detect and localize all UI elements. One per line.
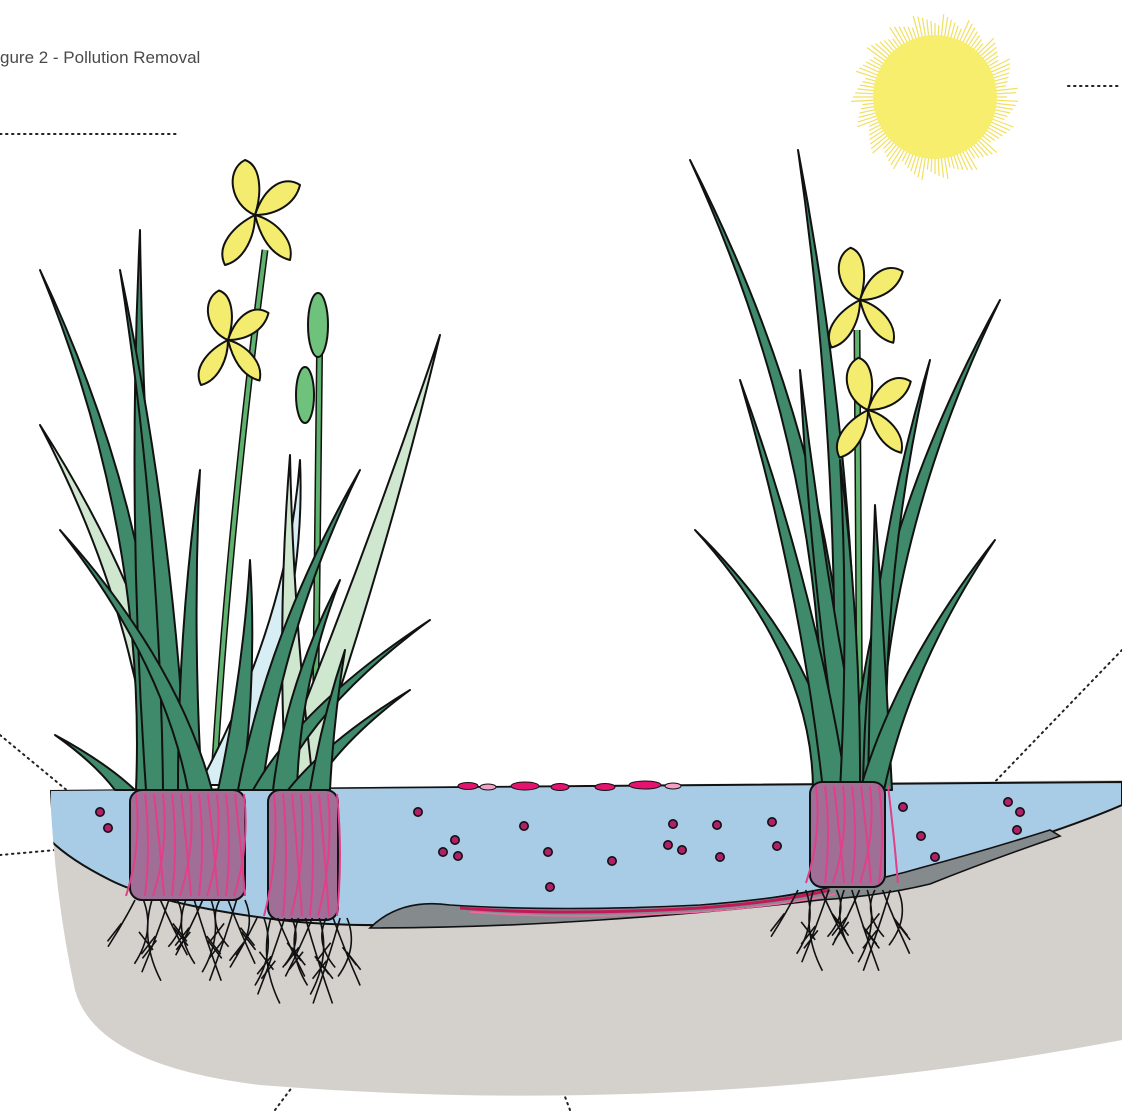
iris-leaf <box>55 735 135 790</box>
pollutant-particle <box>768 818 776 826</box>
root-mass <box>810 782 885 887</box>
iris-flower <box>837 358 911 458</box>
pollutant-particle <box>96 808 104 816</box>
pollutant-particle <box>716 853 724 861</box>
pollutant-particle <box>544 848 552 856</box>
pollutant-particle <box>678 846 686 854</box>
pollutant-particle <box>1004 798 1012 806</box>
pollutant-particle <box>104 824 112 832</box>
pollutant-particle <box>439 848 447 856</box>
pollutant-particle <box>451 836 459 844</box>
sun-icon <box>851 14 1018 180</box>
pollutant-particle <box>669 820 677 828</box>
pollutant-particle <box>899 803 907 811</box>
pollutant-particle <box>414 808 422 816</box>
pollutant-particle <box>917 832 925 840</box>
pollutant-particle <box>713 821 721 829</box>
pollutant-particle <box>608 857 616 865</box>
iris-flower <box>829 248 903 348</box>
pollutant-particle <box>773 842 781 850</box>
pollutant-particle <box>546 883 554 891</box>
pollutant-particle <box>664 841 672 849</box>
pollutant-particle <box>1013 826 1021 834</box>
iris-flower <box>222 160 300 265</box>
pollutant-particle <box>1016 808 1024 816</box>
pollutant-particle <box>520 822 528 830</box>
pollutant-particle <box>931 853 939 861</box>
pollutant-particle <box>454 852 462 860</box>
